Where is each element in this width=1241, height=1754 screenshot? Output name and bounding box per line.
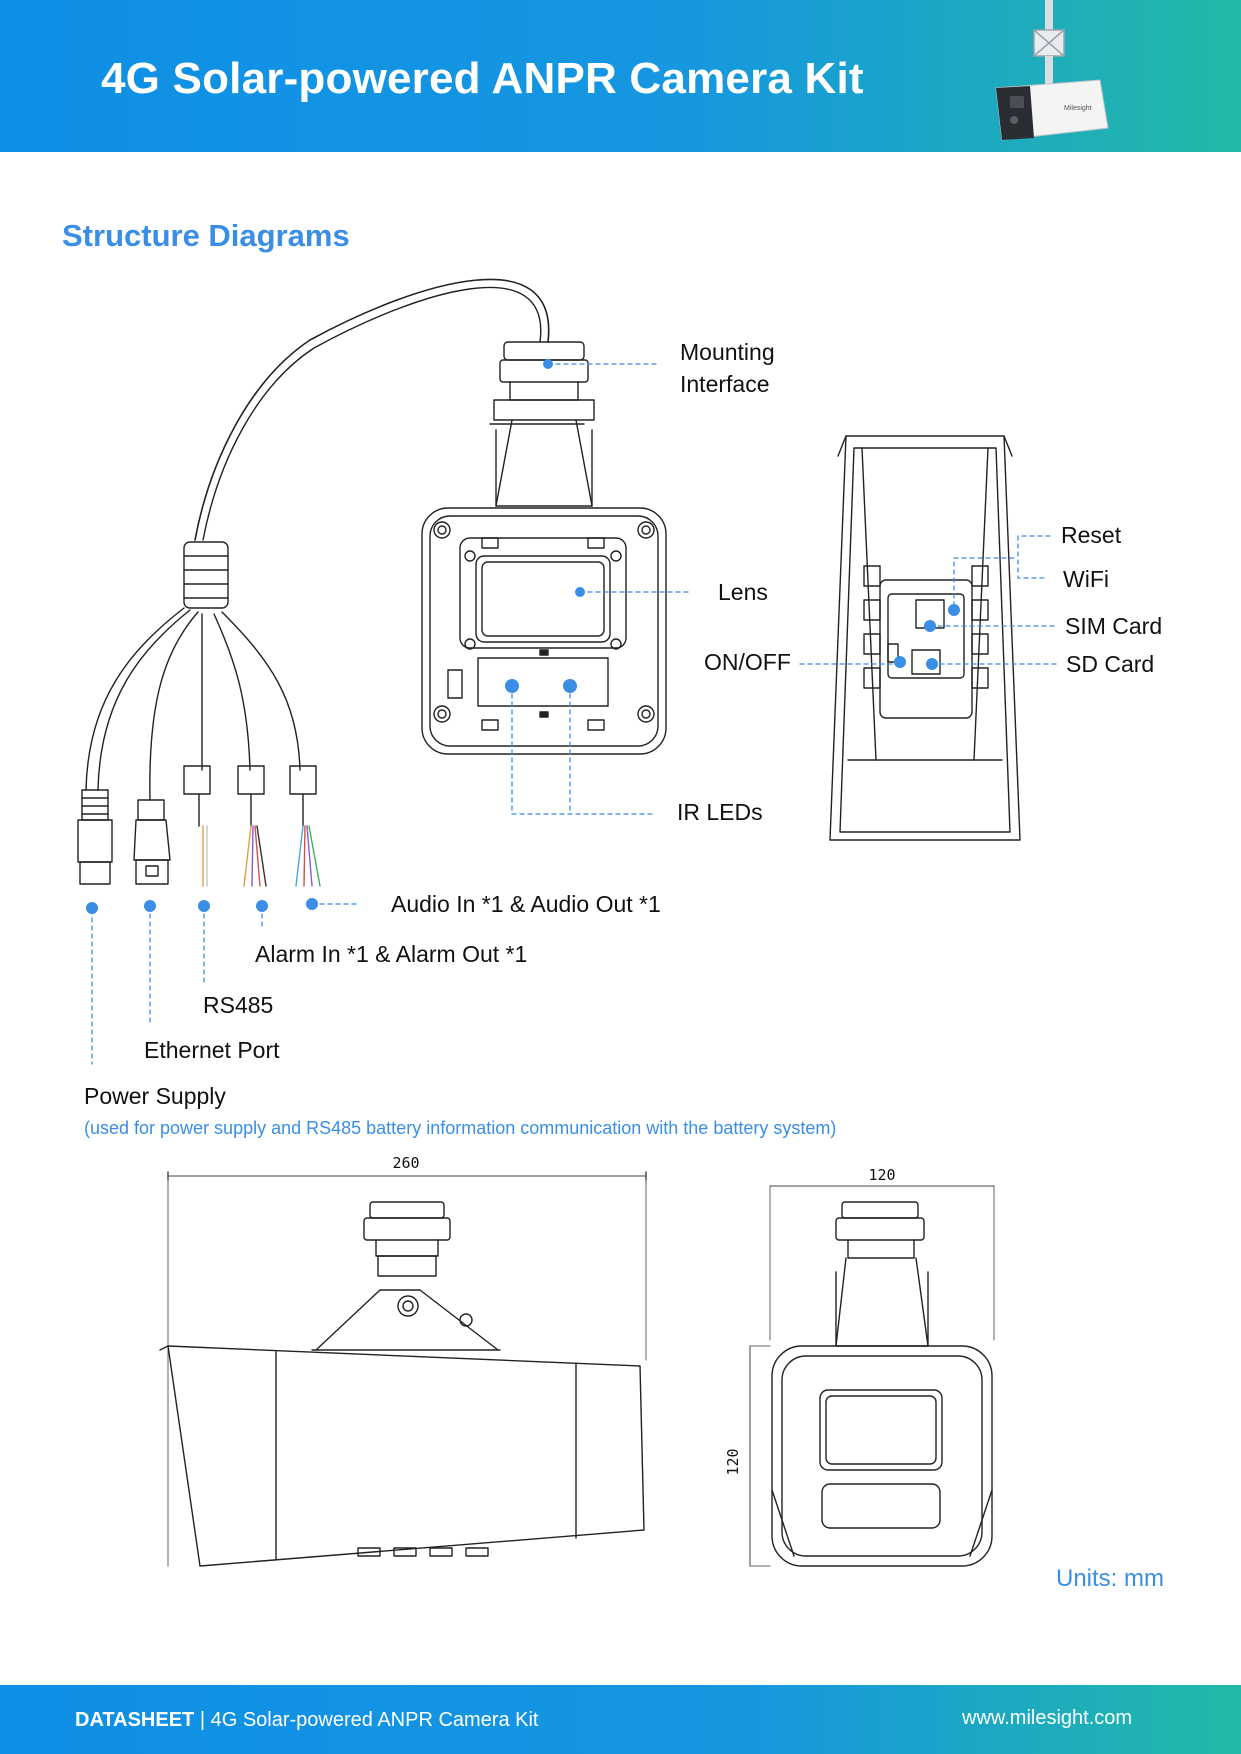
ir-led-dot [563, 679, 577, 693]
sd-card-dot [926, 658, 938, 670]
cable-branches [85, 607, 301, 801]
ethernet-connector [133, 799, 171, 885]
callout-dots [86, 359, 960, 914]
power-supply-note: (used for power supply and RS485 battery… [84, 1118, 837, 1138]
label-on-off: ON/OFF [704, 649, 791, 675]
dimension-front-height: 120 [724, 1448, 742, 1475]
audio-dot [306, 898, 318, 910]
sim-card-dot [924, 620, 936, 632]
footer-doc-type: DATASHEET [75, 1709, 195, 1731]
footer-website-link[interactable]: www.milesight.com [962, 1707, 1133, 1729]
on-off-dot [894, 656, 906, 668]
label-lens: Lens [718, 579, 768, 605]
label-reset: Reset [1061, 522, 1122, 548]
dimension-side-width: 260 [392, 1154, 419, 1172]
footer-doc-info: DATASHEET | 4G Solar-powered ANPR Camera… [75, 1709, 539, 1732]
label-mounting-interface-line2: Interface [680, 371, 770, 397]
audio-wires [289, 765, 321, 887]
label-rs485: RS485 [203, 992, 274, 1018]
page-title: 4G Solar-powered ANPR Camera Kit [101, 54, 864, 103]
ir-led-dot [505, 679, 519, 693]
callout-lines [91, 363, 1057, 1065]
product-brand-text: Milesight [1064, 105, 1092, 112]
footer-banner: DATASHEET | 4G Solar-powered ANPR Camera… [0, 1685, 1241, 1754]
structure-diagram: 260 120 120 [77, 278, 1057, 1567]
mounting-interface-dot [543, 359, 553, 369]
section-title: Structure Diagrams [62, 218, 350, 253]
power-supply-dot [86, 902, 98, 914]
side-view-camera [159, 1171, 647, 1567]
front-view-dimensioned [749, 1185, 995, 1567]
label-sim-card: SIM Card [1065, 613, 1163, 639]
cable-inner [202, 286, 542, 541]
label-sd-card: SD Card [1066, 651, 1155, 677]
label-mounting-interface-line1: Mounting [680, 339, 775, 365]
footer-product: 4G Solar-powered ANPR Camera Kit [210, 1709, 539, 1731]
reset-dot [948, 604, 960, 616]
camera-product-icon: Milesight [995, 0, 1109, 141]
label-ir-leds: IR LEDs [677, 799, 763, 825]
header-banner: 4G Solar-powered ANPR Camera Kit Milesig… [0, 0, 1241, 152]
alarm-dot [256, 900, 268, 912]
footer-separator: | [194, 1709, 211, 1731]
label-power-supply: Power Supply [84, 1083, 226, 1109]
label-ethernet-port: Ethernet Port [144, 1037, 280, 1063]
ethernet-dot [144, 900, 156, 912]
label-alarm: Alarm In *1 & Alarm Out *1 [255, 941, 528, 967]
units-label: Units: mm [1056, 1565, 1164, 1592]
lens-dot [575, 587, 585, 597]
front-view-camera [421, 341, 667, 755]
label-wifi: WiFi [1063, 566, 1109, 592]
alarm-wires [237, 765, 267, 887]
rs485-dot [198, 900, 210, 912]
dimension-front-width: 120 [868, 1166, 895, 1184]
cable [194, 278, 550, 541]
power-connector [77, 789, 113, 885]
rear-view-camera [829, 435, 1021, 841]
rs485-wires [183, 765, 211, 887]
cable-harness [183, 541, 229, 609]
label-audio: Audio In *1 & Audio Out *1 [391, 891, 661, 917]
